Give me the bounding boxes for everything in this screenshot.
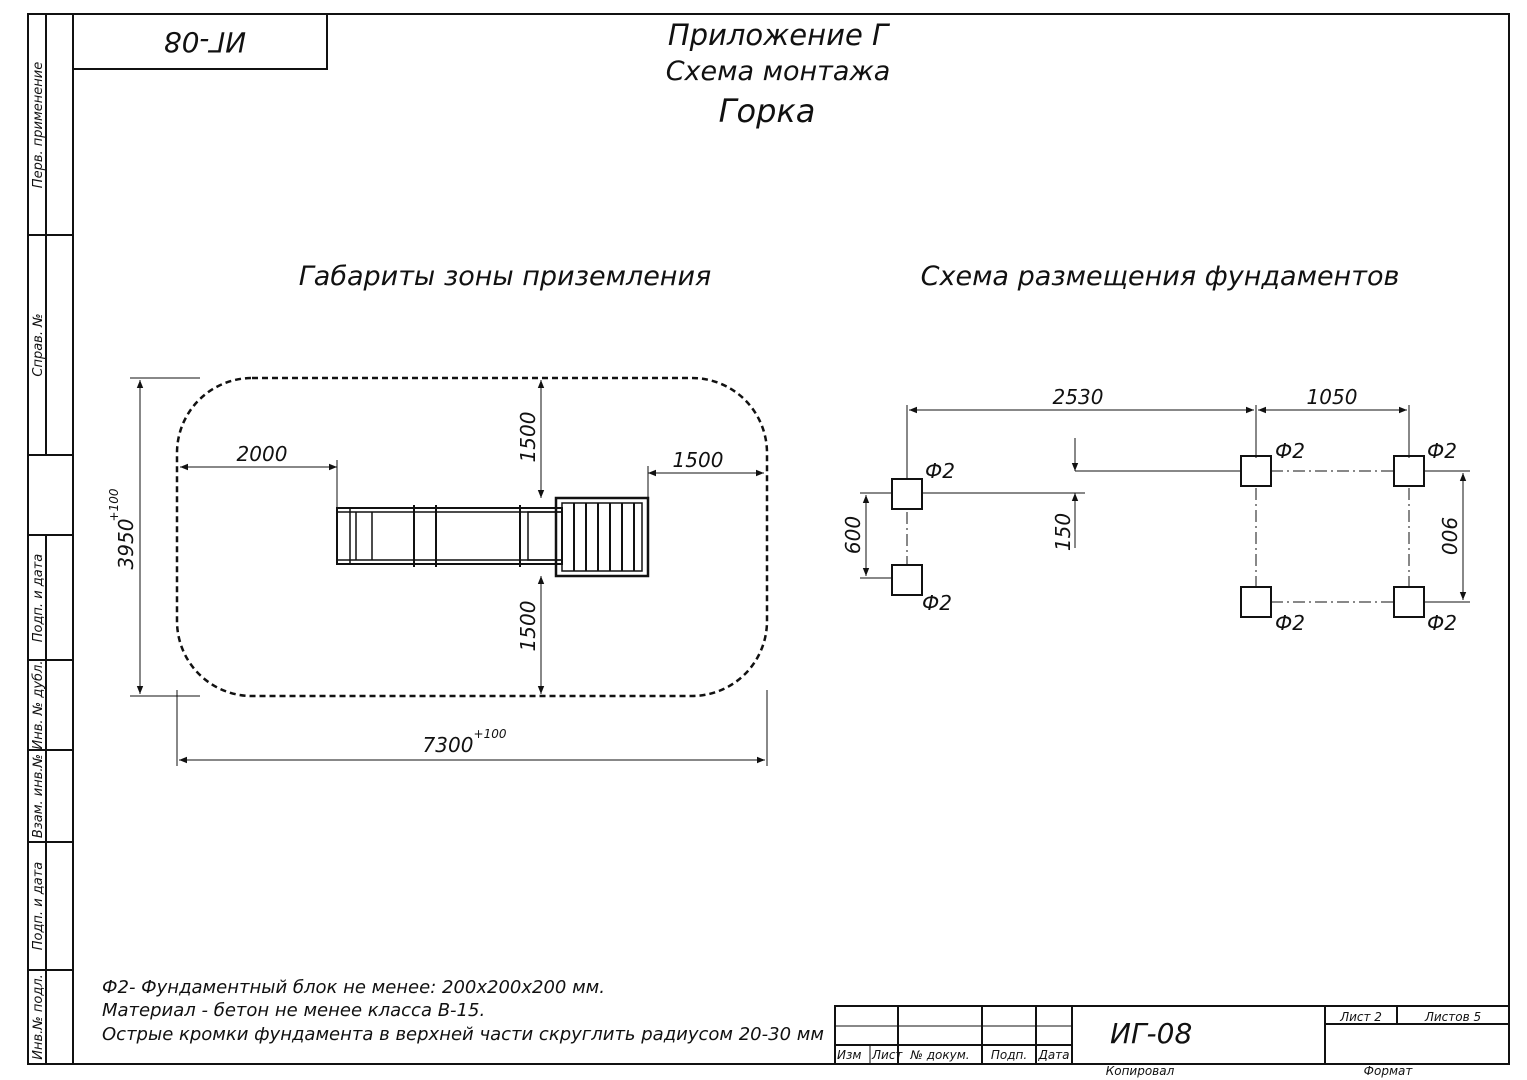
foundation-block	[1240, 455, 1272, 487]
dim-3950: 3950	[114, 519, 138, 570]
title-block	[834, 1005, 1510, 1065]
dim-600: 600	[841, 516, 865, 554]
dim-1050: 1050	[1307, 385, 1358, 409]
outer-frame	[27, 13, 1510, 1065]
designation: ИГ-08	[1110, 1017, 1192, 1050]
title-block-thin-rows	[835, 1025, 1072, 1064]
side-label-sign-date-1: Подп. и дата	[31, 554, 46, 643]
foundation-block	[1393, 586, 1425, 618]
sheet-count: Листов 5	[1424, 1010, 1481, 1024]
dim-2000: 2000	[237, 442, 288, 466]
foundation-block	[891, 564, 923, 596]
foundations-heading: Схема размещения фундаментов	[921, 261, 1400, 292]
landing-zone-heading: Габариты зоны приземления	[299, 261, 712, 292]
dim-900: 900	[1437, 517, 1461, 555]
side-label-ref-no: Справ. №	[31, 313, 46, 376]
block-label: Ф2	[925, 459, 955, 483]
scheme-title: Схема монтажа	[666, 56, 891, 87]
object-title: Горка	[719, 92, 816, 130]
dim-2530: 2530	[1053, 385, 1104, 409]
slide-plan	[336, 496, 650, 578]
col-date: Дата	[1037, 1048, 1069, 1062]
dim-3950-tolerance: +100	[107, 488, 121, 521]
foundation-block	[891, 478, 923, 510]
foundation-block	[1393, 455, 1425, 487]
col-izm: Изм	[837, 1048, 861, 1062]
dim-1500-right: 1500	[673, 448, 724, 472]
block-label: Ф2	[1275, 611, 1305, 635]
col-doc-no: № докум.	[909, 1048, 969, 1062]
stamp-code: ИГ-08	[164, 26, 246, 59]
side-label-replaced-inv: Взам. инв.№	[31, 754, 46, 838]
foundation-block	[1240, 586, 1272, 618]
landing-dim-lines	[130, 377, 768, 766]
copied-label: Копировал	[1106, 1064, 1175, 1078]
block-label: Ф2	[1427, 439, 1457, 463]
block-label: Ф2	[1427, 611, 1457, 635]
side-label-first-use: Перв. применение	[31, 62, 46, 188]
side-label-orig-inv: Инв.№ подл.	[31, 974, 46, 1060]
foundation-blocks	[891, 455, 1425, 618]
col-sign: Подп.	[991, 1048, 1027, 1062]
foundation-dim-lines	[862, 406, 1467, 600]
note-line-3: Острые кромки фундамента в верхней части…	[102, 1024, 824, 1045]
foundation-center-lines	[860, 405, 1470, 603]
side-label-sign-date-2: Подп. и дата	[31, 862, 46, 951]
block-label: Ф2	[1275, 439, 1305, 463]
note-line-1: Ф2- Фундаментный блок не менее: 200х200х…	[102, 977, 605, 998]
col-list: Лист	[871, 1048, 903, 1062]
format-label: Формат	[1364, 1064, 1414, 1078]
dim-1500-bottom: 1500	[516, 601, 540, 652]
dim-1500-top: 1500	[516, 412, 540, 463]
dim-7300: 7300	[423, 733, 474, 757]
sheet-number: Лист 2	[1339, 1010, 1382, 1024]
side-strip	[28, 14, 73, 1064]
dim-7300-tolerance: +100	[474, 727, 507, 741]
stamp-box	[72, 13, 328, 70]
appendix-title: Приложение Г	[668, 18, 891, 52]
landing-zone-outline	[175, 376, 769, 698]
block-label: Ф2	[922, 591, 952, 615]
side-label-dup-inv: Инв. № дубл.	[31, 661, 46, 750]
note-line-2: Материал - бетон не менее класса В-15.	[102, 1000, 485, 1021]
dim-150: 150	[1051, 513, 1075, 551]
